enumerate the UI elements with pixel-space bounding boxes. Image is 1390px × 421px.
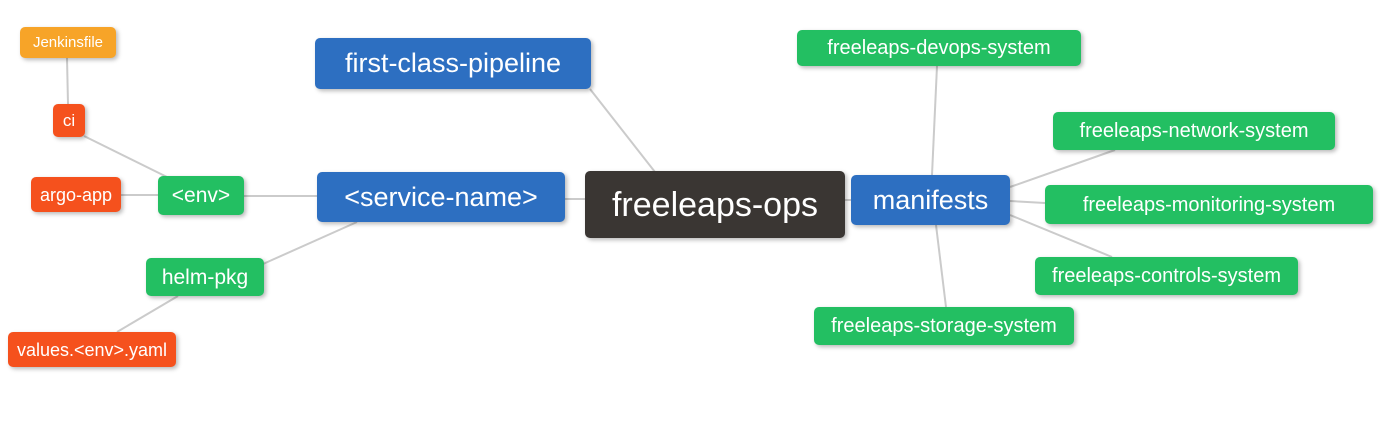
node-freeleaps-devops-system[interactable]: freeleaps-devops-system <box>797 30 1081 66</box>
node-jenkinsfile[interactable]: Jenkinsfile <box>20 27 116 58</box>
edge-first-class-pipeline-to-freeleaps-ops <box>589 88 656 173</box>
node-helm-pkg[interactable]: helm-pkg <box>146 258 264 296</box>
node-freeleaps-network-system[interactable]: freeleaps-network-system <box>1053 112 1335 150</box>
edge-manifests-to-freeleaps-storage-system <box>935 224 947 308</box>
edge-service-name-to-helm-pkg <box>262 221 358 265</box>
node-argo-app[interactable]: argo-app <box>31 177 121 212</box>
edge-manifests-to-freeleaps-devops-system <box>931 65 938 176</box>
node-env[interactable]: <env> <box>158 176 244 215</box>
node-values-env-yaml[interactable]: values.<env>.yaml <box>8 332 176 367</box>
edge-helm-pkg-to-values-env-yaml <box>116 295 179 333</box>
node-first-class-pipeline[interactable]: first-class-pipeline <box>315 38 591 89</box>
node-freeleaps-storage-system[interactable]: freeleaps-storage-system <box>814 307 1074 345</box>
node-manifests[interactable]: manifests <box>851 175 1010 225</box>
edge-jenkinsfile-to-ci <box>66 57 69 105</box>
node-ci[interactable]: ci <box>53 104 85 137</box>
edge-manifests-to-freeleaps-network-system <box>1009 149 1116 188</box>
node-freeleaps-controls-system[interactable]: freeleaps-controls-system <box>1035 257 1298 295</box>
node-service-name[interactable]: <service-name> <box>317 172 565 222</box>
edge-ci-to-env <box>83 135 168 178</box>
edge-manifests-to-freeleaps-monitoring-system <box>1009 200 1046 204</box>
node-freeleaps-monitoring-system[interactable]: freeleaps-monitoring-system <box>1045 185 1373 224</box>
node-freeleaps-ops[interactable]: freeleaps-ops <box>585 171 845 238</box>
